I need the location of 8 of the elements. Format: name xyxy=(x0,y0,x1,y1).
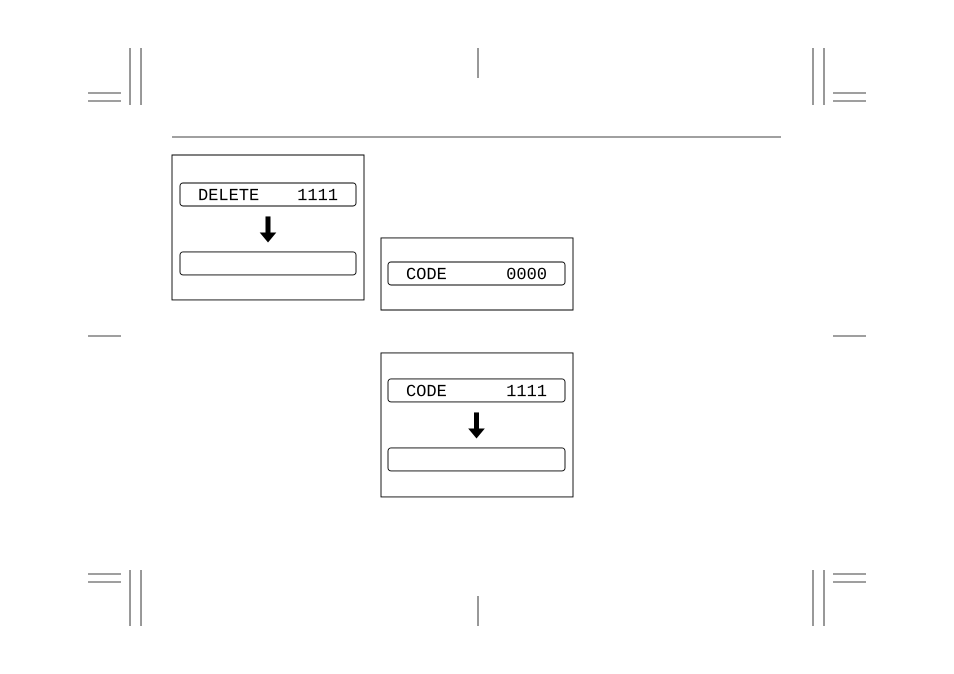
display-screen: CODE 0000 xyxy=(388,262,566,286)
display-screen xyxy=(388,448,566,472)
display-screen: DELETE 1111 xyxy=(180,182,356,206)
panel-frame xyxy=(380,238,574,310)
display-screen xyxy=(180,252,356,276)
panel-frame xyxy=(172,154,364,300)
panel-frame xyxy=(380,352,574,498)
display-screen: CODE 1111 xyxy=(388,378,566,402)
